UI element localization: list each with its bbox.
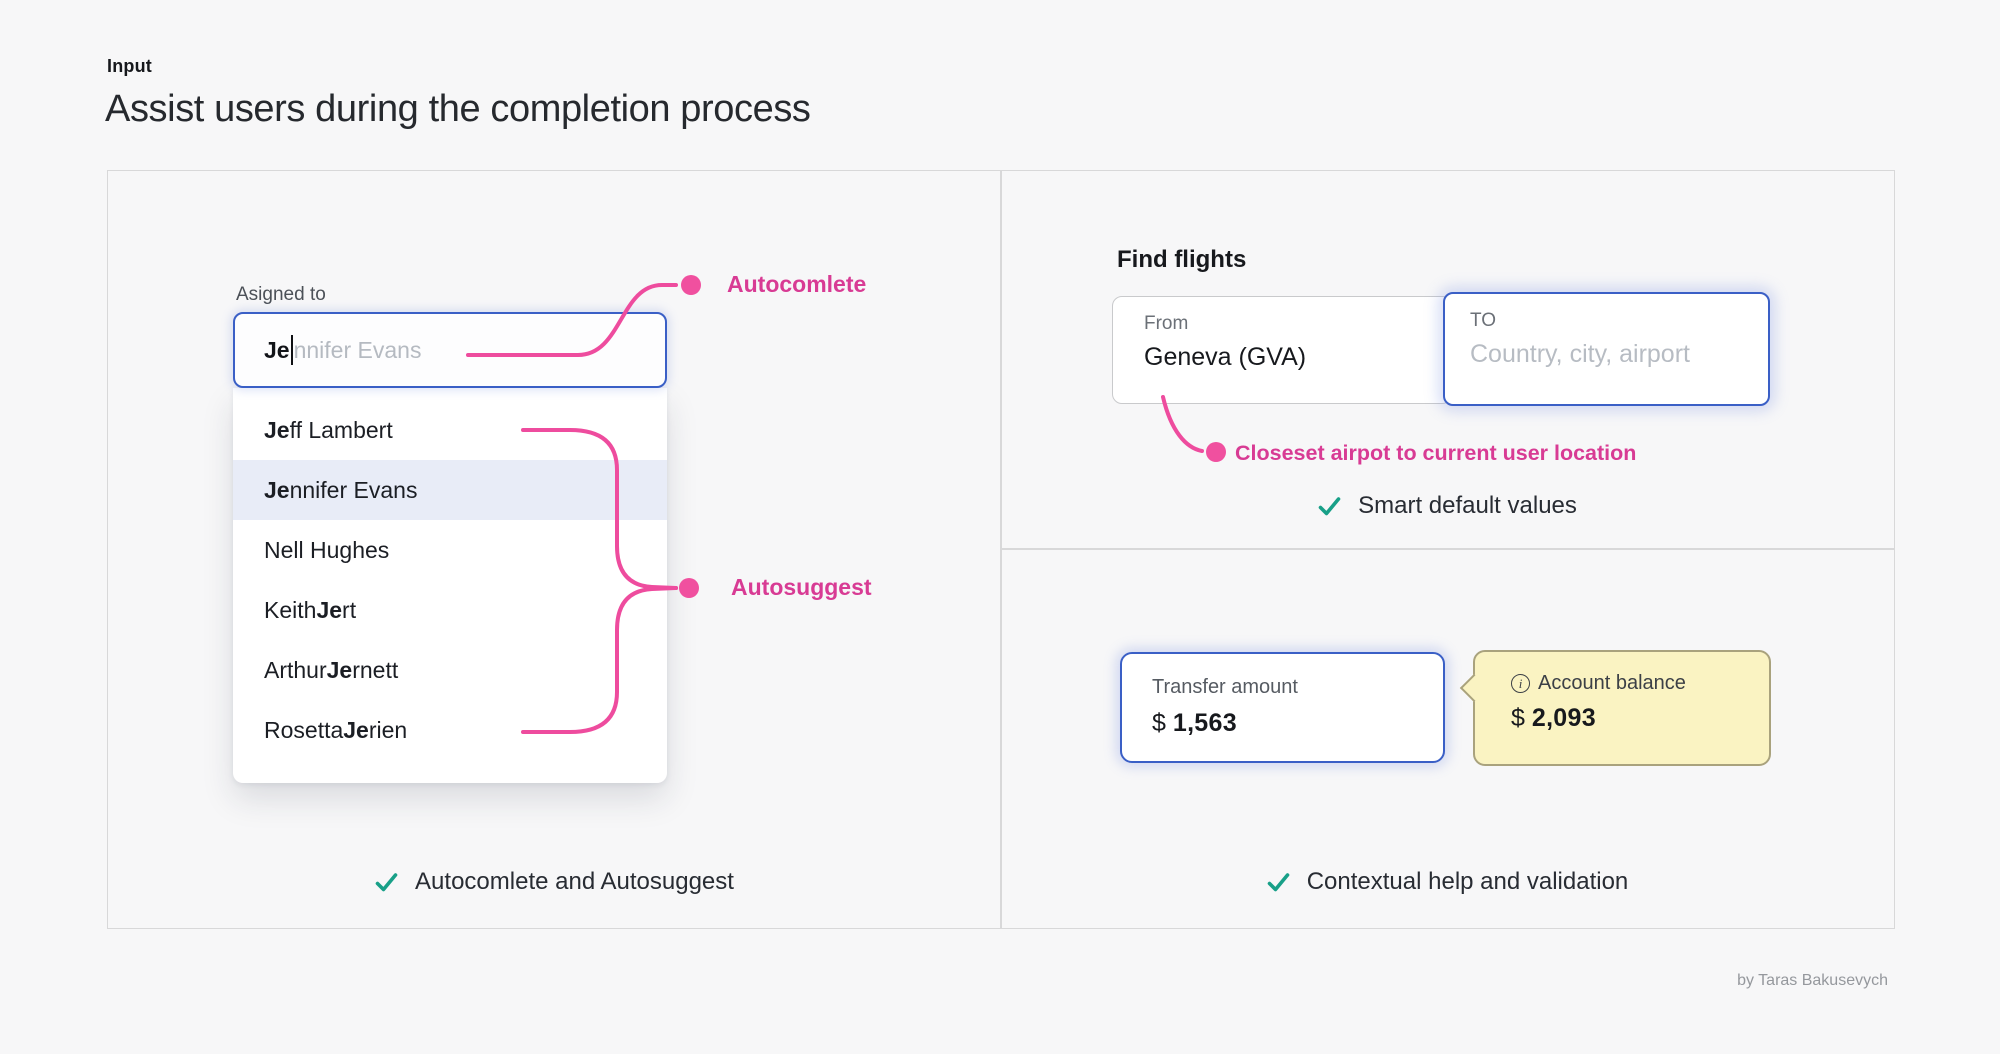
autocomplete-ghost-text: nnifer Evans [293, 336, 422, 363]
smart-defaults-note: Smart default values [1000, 492, 1893, 520]
list-item-text: Je [264, 416, 290, 443]
list-item-text: rien [368, 716, 408, 743]
autocomplete-annotation: Autocomlete [727, 271, 867, 297]
from-value: Geneva (GVA) [1144, 343, 1307, 371]
list-item-text: Arthur [264, 656, 327, 683]
account-balance-label: Account balance [1538, 672, 1686, 694]
typed-text: Je [264, 336, 290, 363]
currency-symbol: $ [1152, 709, 1166, 737]
to-label: TO [1470, 310, 1497, 331]
info-icon: i [1511, 674, 1530, 693]
balance-number: 2,093 [1531, 704, 1596, 732]
autocomplete-footer-note: Autocomlete and Autosuggest [107, 868, 1000, 896]
account-balance-label-row: i Account balance [1511, 672, 1769, 695]
autosuggest-annotation: Autosuggest [731, 574, 872, 600]
account-balance-value: $ 2,093 [1511, 704, 1769, 733]
to-placeholder: Country, city, airport [1470, 340, 1690, 368]
list-item-text: Je [264, 476, 290, 503]
text-cursor [290, 335, 293, 365]
transfer-amount-label: Transfer amount [1152, 676, 1298, 698]
list-item-text: rt [342, 596, 357, 623]
list-item[interactable]: Nell Hughes [233, 520, 667, 580]
currency-symbol: $ [1511, 704, 1525, 732]
check-icon [375, 872, 398, 891]
from-field[interactable]: From Geneva (GVA) [1112, 296, 1452, 404]
closest-airport-annotation: Closeset airpot to current user location [1235, 441, 1637, 465]
account-balance-tooltip: i Account balance $ 2,093 [1459, 650, 1771, 766]
transfer-panel [1000, 548, 1895, 929]
category-label: Input [107, 56, 152, 76]
check-icon [1267, 872, 1290, 891]
contextual-help-note: Contextual help and validation [1000, 868, 1893, 896]
list-item-text: Keith [264, 596, 317, 623]
transfer-amount-field[interactable]: Transfer amount $ 1,563 [1120, 652, 1445, 763]
footer-note-text: Smart default values [1358, 492, 1577, 519]
check-icon [1318, 496, 1341, 515]
list-item-text: Nell Hughes [264, 536, 390, 563]
amount-number: 1,563 [1172, 709, 1237, 737]
transfer-amount-value: $ 1,563 [1152, 709, 1443, 738]
find-flights-heading: Find flights [1117, 246, 1247, 273]
author-credit: by Taras Bakusevych [1737, 972, 1888, 989]
list-item-text: Rosetta [264, 716, 344, 743]
footer-note-text: Contextual help and validation [1306, 868, 1629, 895]
list-item-text: Je [326, 656, 353, 683]
footer-note-text: Autocomlete and Autosuggest [415, 868, 734, 895]
list-item-text: ff Lambert [289, 416, 393, 443]
list-item-text: nnifer Evans [289, 476, 418, 503]
list-item-text: rnett [352, 656, 399, 683]
assigned-to-label: Asigned to [236, 284, 326, 305]
to-field[interactable]: TO Country, city, airport [1443, 292, 1770, 406]
list-item-text: Je [316, 596, 343, 623]
list-item-text: Je [343, 716, 369, 743]
page-title: Assist users during the completion proce… [105, 88, 811, 130]
from-label: From [1144, 313, 1189, 334]
flights-panel [1000, 170, 1895, 550]
